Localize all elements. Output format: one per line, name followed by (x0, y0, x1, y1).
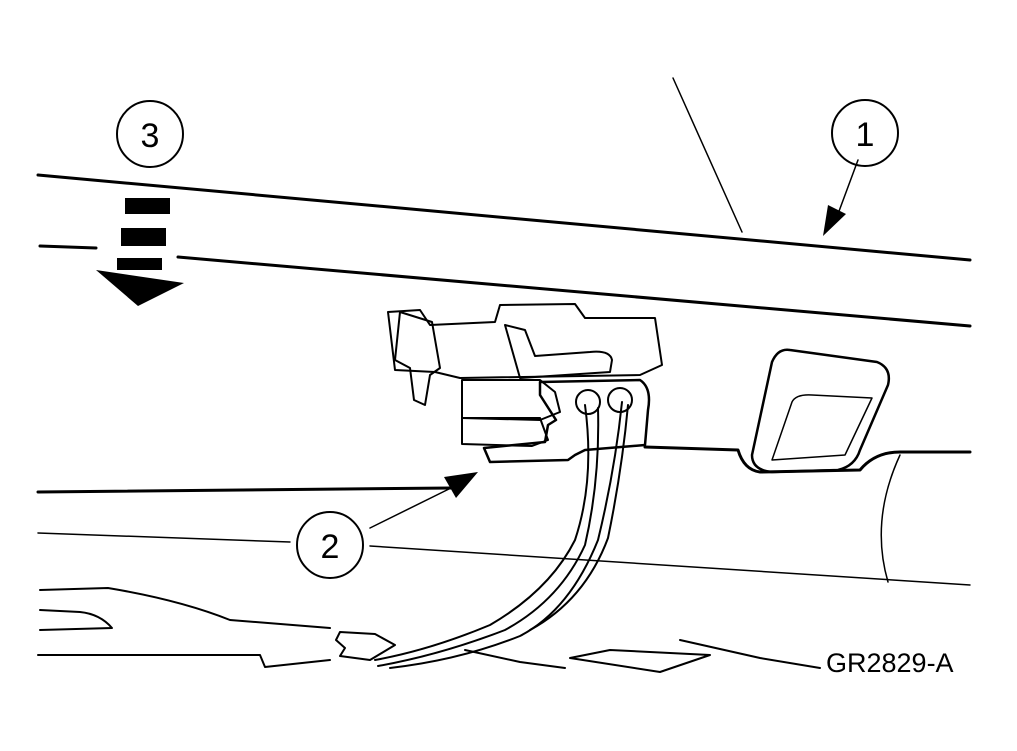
headliner-lower-edge-stub (38, 244, 98, 250)
wire-2 (377, 407, 600, 667)
lower-plate (569, 649, 711, 673)
trim-curve (880, 454, 901, 583)
trim-lower-line-right (369, 545, 971, 586)
callout-2: 2 (296, 511, 364, 579)
callout-2-label: 2 (321, 528, 340, 566)
callout-3: 3 (116, 100, 184, 168)
lower-contour-2 (39, 609, 113, 631)
direction-arrow (96, 198, 184, 306)
wire-3 (389, 401, 623, 669)
dome-lamp-lens (750, 348, 891, 474)
connector-block-upper (461, 379, 561, 421)
wiring-harness (335, 401, 629, 669)
callout-3-label: 3 (141, 117, 160, 155)
headliner-panel (36, 77, 972, 328)
lower-contour-5 (679, 639, 821, 669)
dashed-down-arrow-icon (125, 198, 170, 214)
callout-2-circle (296, 511, 364, 579)
trim-panel (36, 445, 972, 586)
leader-arrow-2 (444, 472, 478, 498)
lower-detail (37, 587, 821, 673)
wire-1 (374, 404, 590, 661)
lamp-housing (387, 303, 663, 464)
lens-outer (750, 348, 891, 474)
headliner-upper-edge (36, 173, 972, 262)
arrow-dash-3 (117, 258, 162, 270)
lower-contour-3 (37, 654, 331, 668)
harness-plug (335, 631, 396, 661)
arrow-head (96, 270, 184, 306)
housing-latch (504, 324, 613, 379)
housing-clip-left (394, 311, 441, 406)
callout-1-label: 1 (856, 116, 875, 154)
callout-3-circle (116, 100, 184, 168)
arrow-dash-2 (121, 228, 166, 246)
lens-inner (771, 394, 873, 461)
trim-lower-line-left (37, 532, 291, 543)
connector-shell (482, 378, 651, 464)
callout-1-circle (831, 99, 899, 167)
figure-id: GR2829-A (826, 648, 954, 678)
pillar-edge (672, 77, 743, 233)
leader-arrow-icon (823, 205, 846, 236)
wire-4 (529, 404, 629, 631)
housing-body (387, 303, 663, 379)
trim-wavy-edge (643, 445, 972, 474)
leader-line-2 (369, 485, 456, 529)
trim-upper-edge (36, 486, 454, 494)
lower-contour-4 (464, 649, 566, 669)
connector-pin-left (575, 389, 601, 415)
leader-lines (369, 159, 859, 529)
headliner-lower-edge (176, 255, 972, 328)
lower-contour-1 (39, 587, 331, 629)
callout-1: 1 (831, 99, 899, 167)
